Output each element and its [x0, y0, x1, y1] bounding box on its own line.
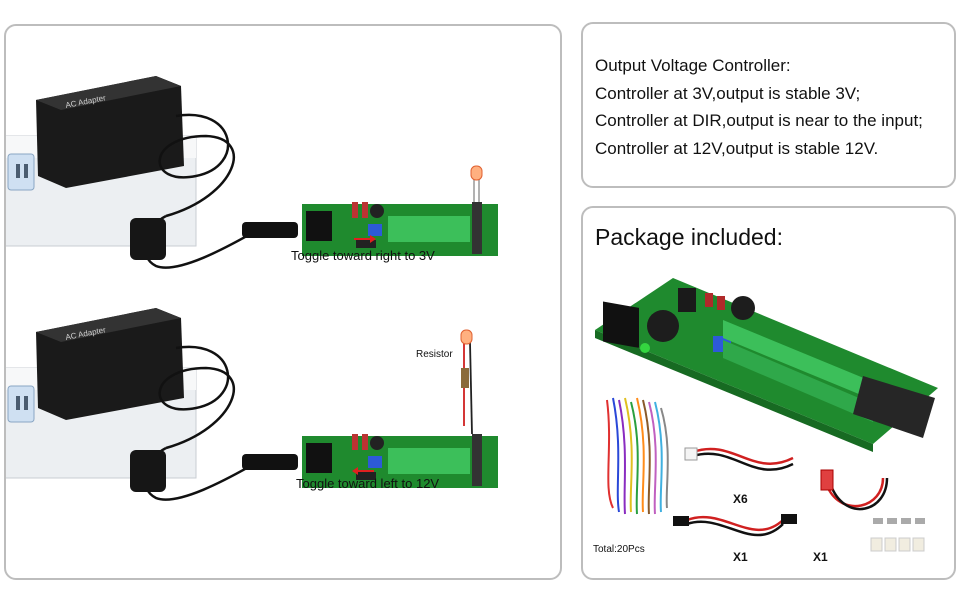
wires-total-label: Total:20Pcs: [593, 544, 645, 555]
screws-standoffs: [870, 518, 925, 552]
arrow-right-icon: [354, 235, 376, 243]
package-panel: Package included:: [581, 206, 956, 580]
spec-title: Output Voltage Controller:: [595, 56, 791, 75]
demo-panel: AC Adapter: [4, 24, 562, 580]
spec-panel: Output Voltage Controller: Controller at…: [581, 22, 956, 188]
package-title: Package included:: [595, 224, 783, 250]
cable-2pin: [684, 447, 794, 471]
jumper-wires: [606, 397, 669, 515]
cable-jst: [820, 469, 889, 511]
qty-cable-jst: X1: [813, 550, 828, 564]
dc-plug-bottom: [242, 454, 298, 470]
ferrite-bead-bottom: [130, 450, 166, 492]
controller-board-top: [302, 202, 498, 256]
spec-line-12v: Controller at 12V,output is stable 12V.: [595, 138, 879, 158]
caption-toggle-12v: Toggle toward left to 12V: [296, 476, 440, 491]
ac-adapter-top: AC Adapter: [36, 76, 184, 188]
controller-board: [595, 278, 938, 452]
dc-plug-top: [242, 222, 298, 238]
cable-plug: [673, 514, 797, 537]
qty-cable-2pin: X6: [733, 492, 748, 506]
arrow-left-icon: [352, 467, 374, 475]
resistor-label: Resistor: [416, 349, 453, 360]
led-top: [470, 165, 483, 202]
spec-line-3v: Controller at 3V,output is stable 3V;: [595, 83, 861, 103]
controller-board-bottom: [302, 434, 498, 488]
led-resistor-bottom: [460, 329, 473, 435]
qty-cable-plug: X1: [733, 550, 748, 564]
package-illustration: [595, 278, 938, 552]
caption-toggle-3v: Toggle toward right to 3V: [291, 248, 435, 263]
ac-adapter-bottom: AC Adapter: [36, 308, 184, 420]
ferrite-bead-top: [130, 218, 166, 260]
demo-illustration: AC Adapter: [6, 76, 498, 501]
spec-line-dir: Controller at DIR,output is near to the …: [595, 111, 923, 130]
